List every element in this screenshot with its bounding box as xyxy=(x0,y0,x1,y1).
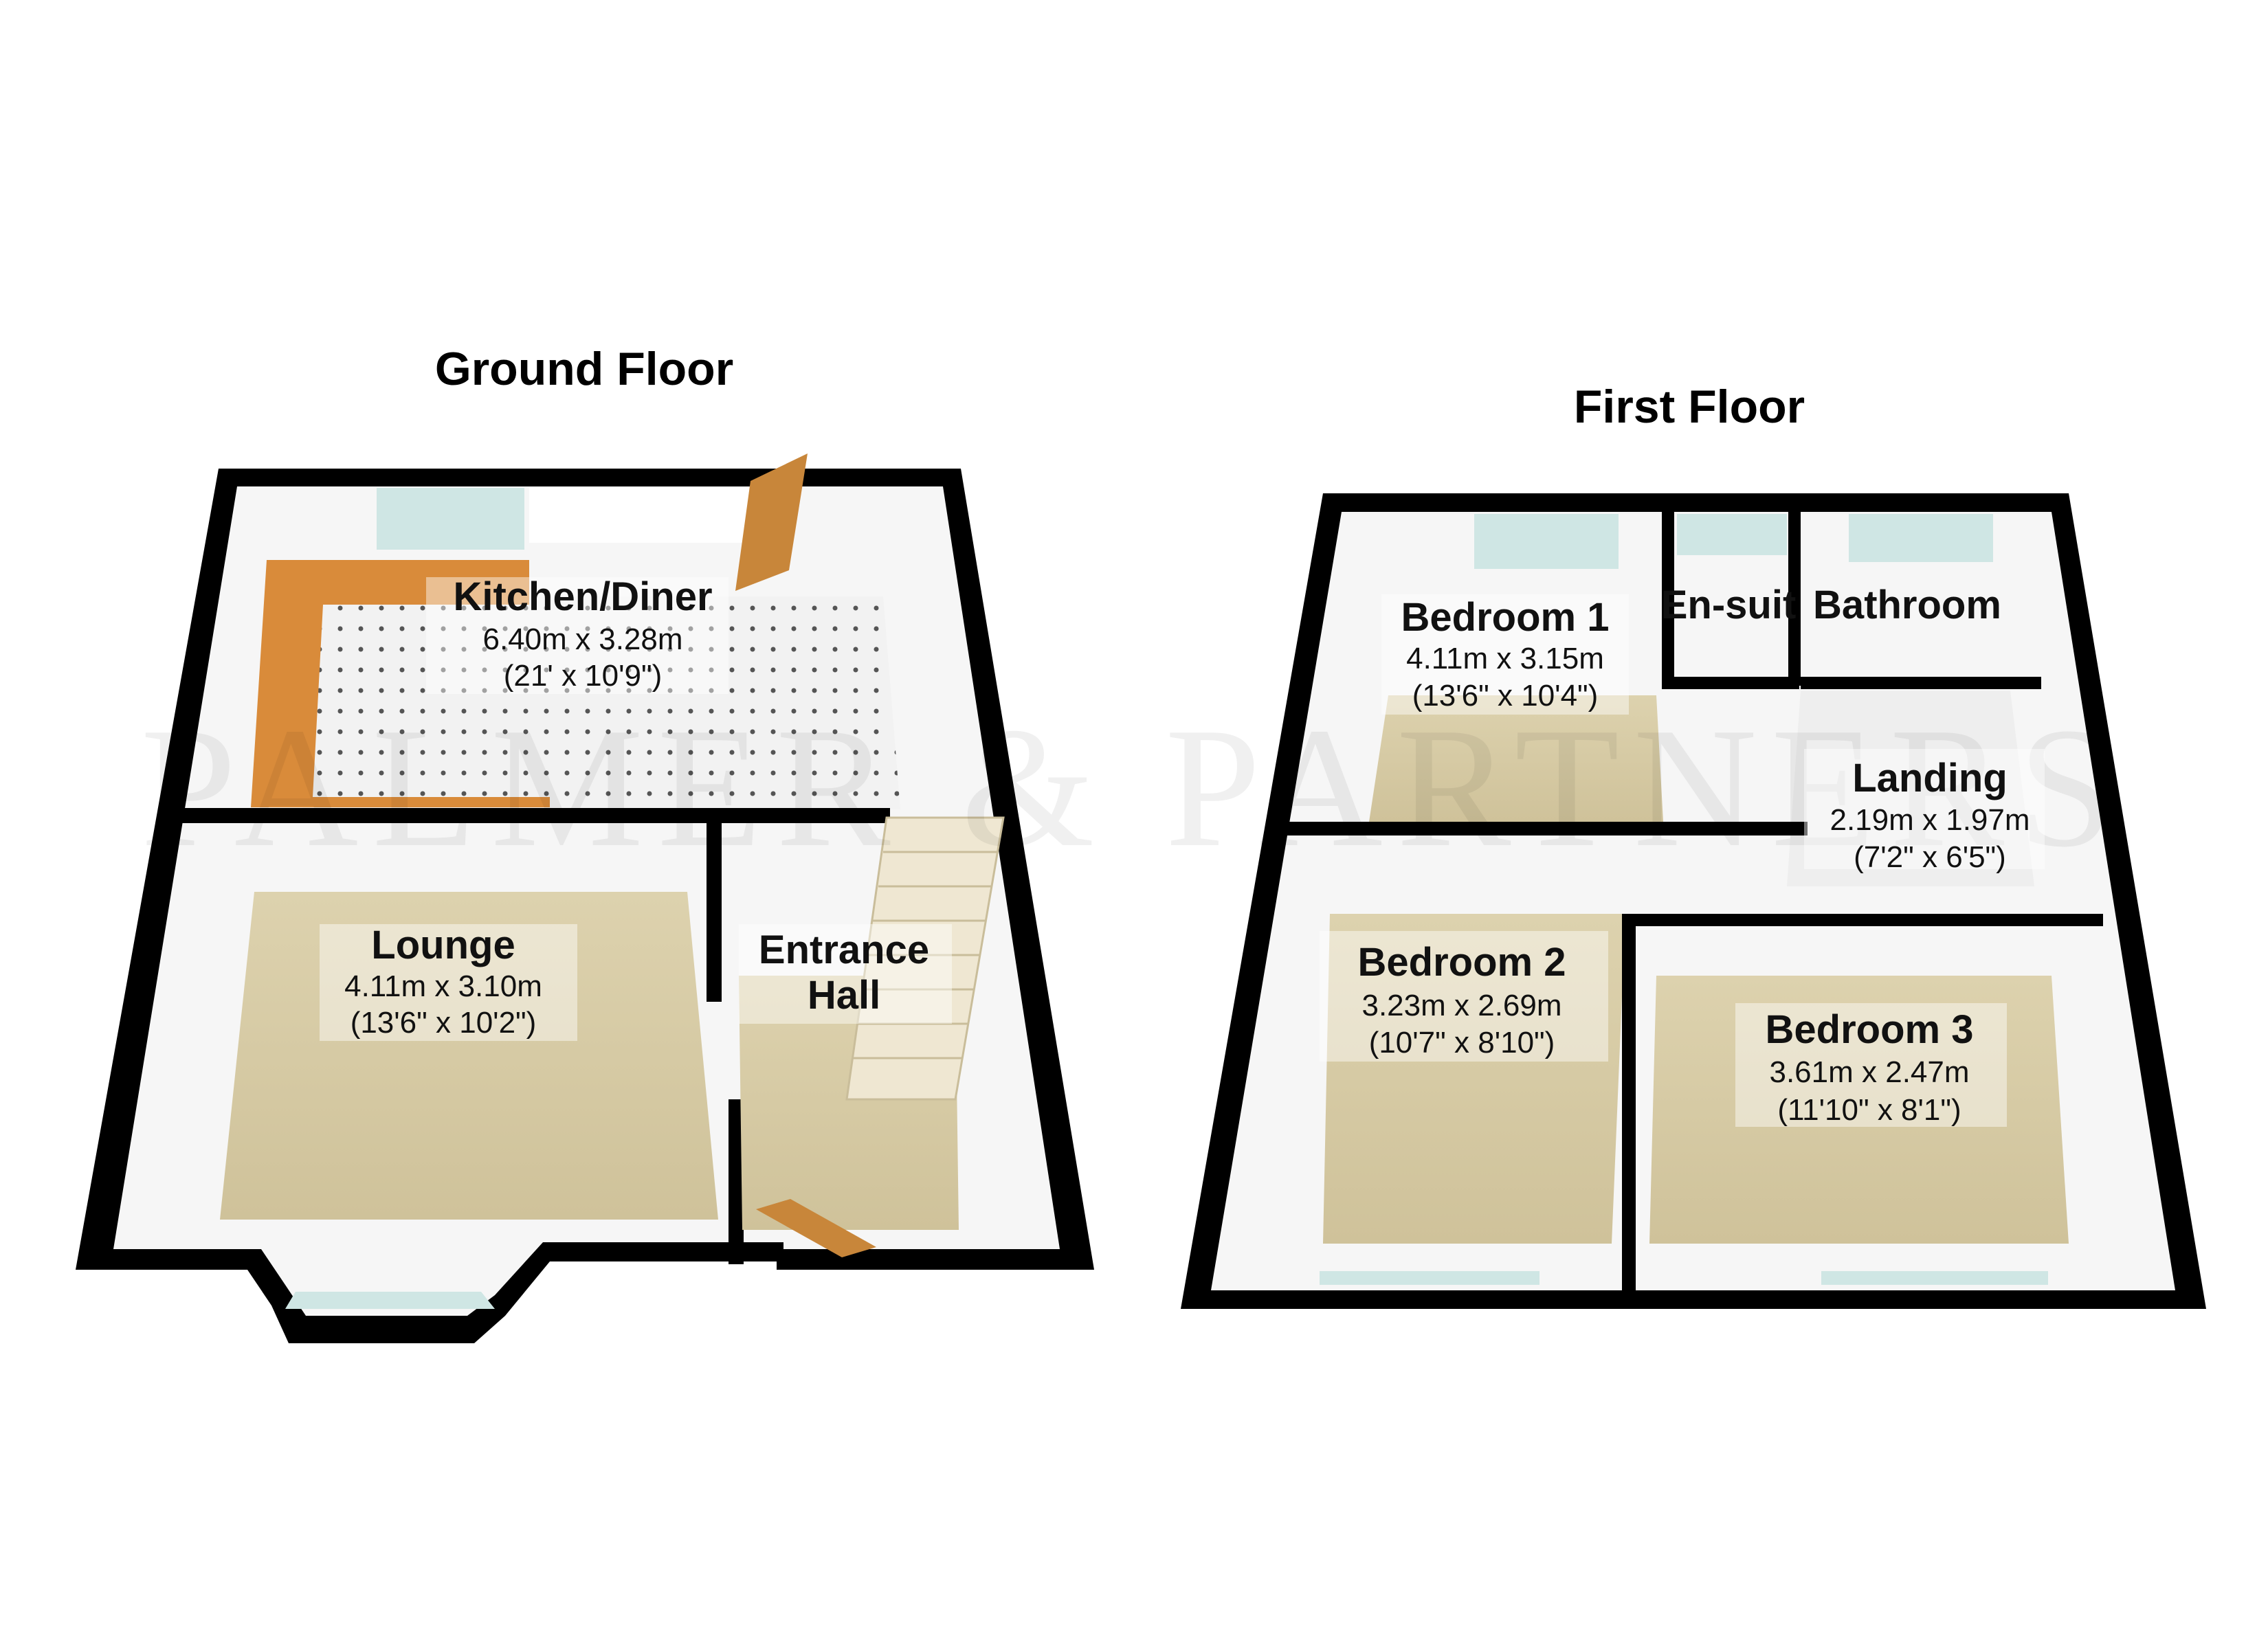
landing-name: Landing xyxy=(1852,756,2008,800)
front-door xyxy=(756,1199,876,1257)
bedroom1-name: Bedroom 1 xyxy=(1401,595,1610,640)
kitchen-imperial: (21' x 10'9") xyxy=(504,659,663,693)
bedroom1-window xyxy=(1474,514,1619,569)
stair-treads xyxy=(853,851,998,1059)
kitchen-floor xyxy=(302,596,900,809)
lounge-floor xyxy=(220,892,718,1220)
ensuite-left-wall xyxy=(1662,500,1674,686)
landing-label-bg xyxy=(1804,749,2045,869)
kitchen-label-bg xyxy=(426,577,729,694)
landing-floor xyxy=(1787,691,2034,886)
ensuite-bottom-wall xyxy=(1662,677,1799,689)
lounge-label-bg xyxy=(320,924,577,1041)
lounge-hall-wall xyxy=(707,823,722,1002)
bedroom3-imperial: (11'10" x 8'1") xyxy=(1777,1093,1961,1127)
kitchen-worktop xyxy=(251,560,550,807)
bathroom-bottom-wall xyxy=(1801,677,2041,689)
landing-metric: 2.19m x 1.97m xyxy=(1830,803,2030,837)
lounge-imperial: (13'6" x 10'2") xyxy=(351,1006,537,1040)
bedroom1-metric: 4.11m x 3.15m xyxy=(1406,642,1604,675)
bedroom3-label-bg xyxy=(1735,1003,2007,1127)
bedroom2-floor xyxy=(1323,914,1625,1244)
bedroom3-top-wall xyxy=(1622,914,2103,926)
bedroom1-label-bg xyxy=(1381,594,1629,715)
bathroom-name: Bathroom xyxy=(1813,583,2001,627)
bedroom2-window xyxy=(1320,1271,1539,1285)
hall-label-bg xyxy=(739,924,952,1024)
bedroom1-imperial: (13'6" x 10'4") xyxy=(1412,679,1599,713)
ground-divider-wall xyxy=(175,808,890,823)
landing-imperial: (7'2" x 6'5") xyxy=(1854,840,2006,874)
ground-stairs xyxy=(845,816,1005,1101)
ensuite-name: En-suit xyxy=(1661,583,1797,627)
bedroom2-imperial: (10'7" x 8'10") xyxy=(1369,1026,1555,1059)
bedroom2-bedroom3-wall xyxy=(1622,914,1636,1299)
hall-name-line1: Entrance xyxy=(759,928,929,972)
bedroom2-label-bg xyxy=(1320,931,1608,1062)
lounge-bay-window xyxy=(285,1292,495,1309)
ensuite-right-wall xyxy=(1788,500,1801,686)
bedroom3-name: Bedroom 3 xyxy=(1766,1007,1974,1052)
first-divider-wall xyxy=(1285,822,1808,835)
hall-name-line2: Hall xyxy=(808,973,880,1018)
bedroom3-floor xyxy=(1649,976,2069,1244)
kitchen-metric: 6.40m x 3.28m xyxy=(482,622,682,656)
bedroom3-window xyxy=(1821,1271,2048,1285)
bathroom-window xyxy=(1849,514,1993,562)
lounge-hall-wall-lower xyxy=(729,1099,744,1264)
kitchen-window-left xyxy=(377,488,524,550)
watermark: PALMER & PARTNERS xyxy=(141,693,2128,883)
first-floor xyxy=(1181,493,2206,1309)
ground-floor-title: Ground Floor xyxy=(435,343,733,395)
first-floor-title: First Floor xyxy=(1574,381,1805,433)
bedroom2-metric: 3.23m x 2.69m xyxy=(1361,989,1561,1022)
bedroom3-metric: 3.61m x 2.47m xyxy=(1769,1055,1969,1089)
bedroom1-floor xyxy=(1369,695,1663,822)
kitchen-name: Kitchen/Diner xyxy=(453,574,712,619)
bedroom2-name: Bedroom 2 xyxy=(1358,940,1566,985)
ground-floor xyxy=(76,453,1094,1343)
kitchen-window-right xyxy=(529,488,756,543)
ensuite-window xyxy=(1677,514,1787,555)
kitchen-door xyxy=(735,453,808,591)
lounge-metric: 4.11m x 3.10m xyxy=(344,969,542,1003)
lounge-name: Lounge xyxy=(371,923,515,967)
